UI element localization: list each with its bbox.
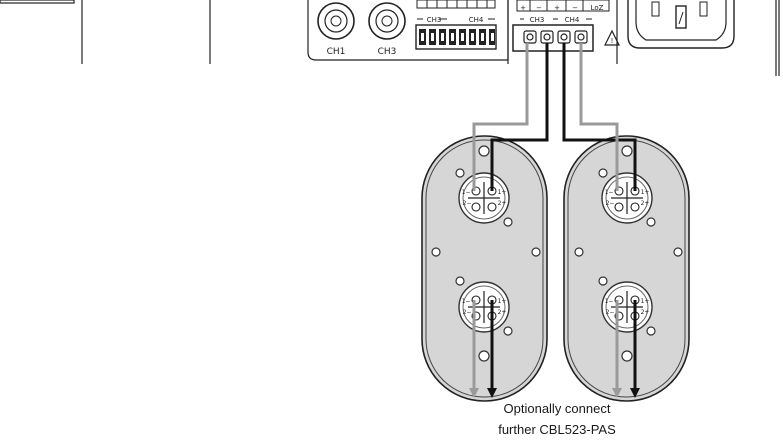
polarity-plus-1: + bbox=[520, 4, 526, 12]
svg-text:1+: 1+ bbox=[498, 189, 507, 196]
terminal-label-ch4: CH4 bbox=[469, 16, 484, 24]
terminal-label-ch3: CH3 bbox=[427, 16, 442, 24]
arrow-down-icon bbox=[630, 388, 640, 398]
svg-text:2+: 2+ bbox=[498, 200, 507, 207]
svg-text:2+: 2+ bbox=[641, 309, 650, 316]
cable-grey-left bbox=[472, 43, 529, 395]
svg-text:1+: 1+ bbox=[498, 298, 507, 305]
terminal-block-left: CH3 CH4 bbox=[415, 0, 497, 50]
loz-label: LoZ bbox=[591, 4, 604, 12]
polarity-minus-2: − bbox=[572, 4, 578, 12]
panel-section-outline bbox=[307, 0, 509, 61]
polarity-minus-1: − bbox=[536, 4, 542, 12]
speaker-output-block: + − + − LoZ CH3 CH4 bbox=[512, 0, 610, 52]
speakon-connector: 1− 1+ 2− 2+ bbox=[458, 281, 510, 333]
rca-label-ch3: CH3 bbox=[378, 47, 397, 57]
svg-text:2−: 2− bbox=[463, 309, 472, 316]
svg-text:!: ! bbox=[611, 37, 614, 45]
rca-jack-ch3 bbox=[368, 2, 406, 40]
note-line-1: Optionally connect bbox=[504, 401, 611, 416]
amplifier-rear-panel bbox=[0, 0, 780, 76]
cable-grey-right bbox=[579, 43, 619, 395]
arrow-down-icon bbox=[469, 388, 479, 398]
output-label-ch3: CH3 bbox=[530, 16, 545, 24]
svg-text:1−: 1− bbox=[462, 298, 471, 305]
svg-text:1−: 1− bbox=[605, 189, 614, 196]
svg-text:1+: 1+ bbox=[641, 298, 650, 305]
speakon-connector: 1− 1+ 2− 2+ bbox=[458, 172, 510, 224]
svg-text:1−: 1− bbox=[462, 189, 471, 196]
speaker-panel-left: 1− 1+ 2− 2+ 1− 1+ 2− 2+ bbox=[421, 135, 548, 402]
speakon-connector: 1− 1+ 2− 2+ bbox=[601, 172, 653, 224]
svg-text:2−: 2− bbox=[463, 200, 472, 207]
rca-jack-ch1 bbox=[317, 2, 355, 40]
cable-black-left bbox=[490, 43, 549, 395]
speaker-panel-right: 1− 1+ 2− 2+ 1− 1+ 2− 2+ bbox=[563, 135, 690, 402]
warning-triangle-icon: ! bbox=[604, 29, 620, 46]
note-line-2: further CBL523-PAS bbox=[498, 422, 616, 437]
svg-text:1−: 1− bbox=[605, 298, 614, 305]
power-inlet-icon bbox=[627, 0, 735, 49]
panel-box-left bbox=[0, 0, 75, 4]
cable-black-right bbox=[562, 43, 637, 395]
svg-text:2+: 2+ bbox=[641, 200, 650, 207]
arrow-down-icon bbox=[612, 388, 622, 398]
output-label-ch4: CH4 bbox=[565, 16, 580, 24]
speakon-connector: 1− 1+ 2− 2+ bbox=[601, 281, 653, 333]
screw-terminals bbox=[523, 30, 588, 44]
polarity-plus-2: + bbox=[554, 4, 560, 12]
svg-text:2−: 2− bbox=[606, 200, 615, 207]
arrow-down-icon bbox=[487, 388, 497, 398]
svg-text:2+: 2+ bbox=[498, 309, 507, 316]
rca-label-ch1: CH1 bbox=[327, 47, 346, 57]
svg-text:2−: 2− bbox=[606, 309, 615, 316]
svg-text:1+: 1+ bbox=[641, 189, 650, 196]
